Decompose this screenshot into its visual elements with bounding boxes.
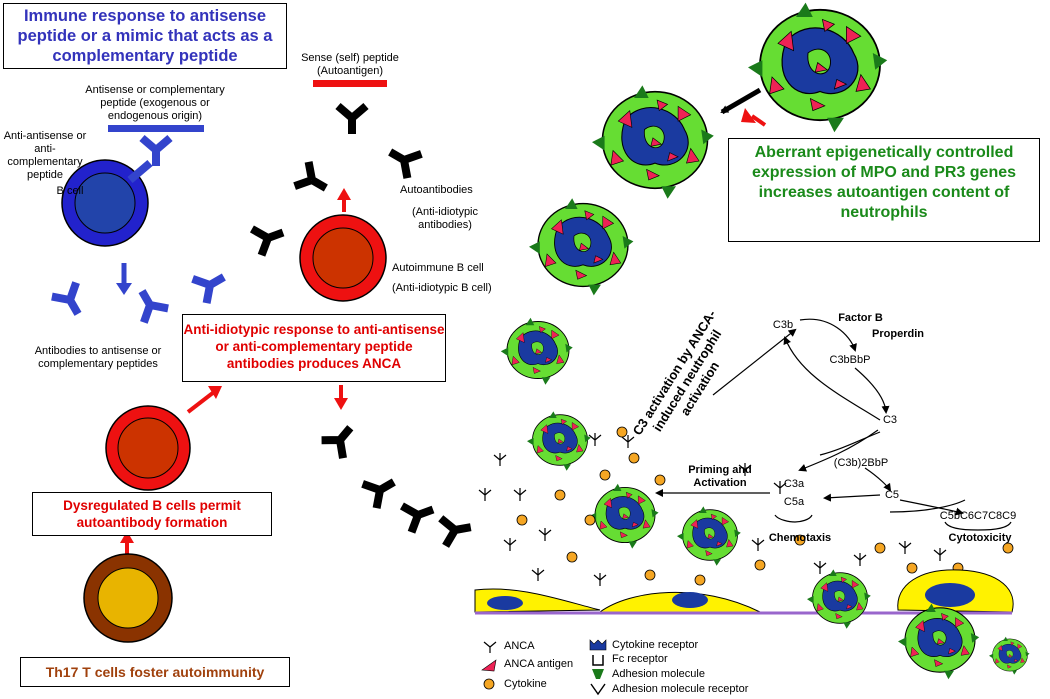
antisense-peptide-label: Antisense or complementary peptide (exog… xyxy=(85,84,225,122)
th17-box: Th17 T cells foster autoimmunity xyxy=(20,657,290,687)
anti-antisense-label: Anti-antisense or anti-complementary pep… xyxy=(3,130,87,181)
immune-response-box: Immune response to antisense peptide or … xyxy=(3,3,287,69)
legend-anca-antigen: ANCA antigen xyxy=(504,658,574,670)
c3b-label: C3b xyxy=(772,319,794,331)
anca-icon xyxy=(483,641,497,653)
c3-label: C3 xyxy=(882,414,898,426)
priming-label: Priming and Activation xyxy=(688,464,752,489)
b-cell-down-arrow xyxy=(116,283,132,295)
arrow-to-anti-idiotypic xyxy=(208,386,222,399)
cytokine-icon xyxy=(483,678,495,690)
anca-chain xyxy=(322,419,474,546)
mac-label: C5bC6C7C8C9 xyxy=(939,510,1017,522)
neutrophil-5 xyxy=(526,410,592,472)
red-arrow-epigenetic xyxy=(741,108,756,123)
neutrophil-6 xyxy=(588,483,660,550)
c3b2bbp-label: (C3b)2BbP xyxy=(833,457,889,469)
neutrophil-7 xyxy=(676,505,742,567)
legend-adhesion-molecule-receptor: Adhesion molecule receptor xyxy=(612,683,749,695)
anti-idiotypic-antibodies-label: (Anti-idiotypic antibodies) xyxy=(411,206,479,231)
neutrophil-2 xyxy=(591,84,715,200)
anti-idiotypic-b-cell-label: (Anti-idiotypic B cell) xyxy=(392,282,492,294)
autoimmune-b-cell-label: Autoimmune B cell xyxy=(392,262,484,274)
c5-label: C5 xyxy=(884,489,900,501)
legend-fc-receptor: Fc receptor xyxy=(612,653,668,665)
fc-receptor-icon xyxy=(592,655,604,666)
neutrophil-3 xyxy=(528,197,635,297)
chemotaxis-label: Chemotaxis xyxy=(768,532,832,544)
complement-arrows xyxy=(655,318,1012,531)
dysregulated-box: Dysregulated B cells permit autoantibody… xyxy=(32,492,272,536)
arrow-to-anca xyxy=(334,398,348,410)
adhesion-molecule-icon xyxy=(592,669,604,679)
autoantibodies-label: Autoantibodies xyxy=(400,184,473,196)
c5a-label: C5a xyxy=(783,496,805,508)
aberrant-box: Aberrant epigenetically controlled expre… xyxy=(728,138,1040,242)
anti-idiotypic-box: Anti-idiotypic response to anti-antisens… xyxy=(182,314,446,382)
c3a-label: C3a xyxy=(783,478,805,490)
antisense-peptide-bar xyxy=(108,125,204,132)
c3bbbp-label: C3bBbP xyxy=(829,354,871,366)
properdin-label: Properdin xyxy=(872,328,924,340)
cytotoxicity-label: Cytotoxicity xyxy=(948,532,1012,544)
legend: ANCA ANCA antigen Cytokine Cytokine rece… xyxy=(480,638,810,698)
endothelium xyxy=(474,569,1014,615)
legend-cytokine: Cytokine xyxy=(504,678,547,690)
sense-peptide-bar xyxy=(313,80,387,87)
antibodies-to-antisense-label: Antibodies to antisense or complementary… xyxy=(34,345,162,370)
cytokines xyxy=(516,426,1014,586)
factor-b-label: Factor B xyxy=(838,312,883,324)
neutrophil-4 xyxy=(500,317,574,386)
anca-antigen-icon xyxy=(481,659,497,672)
legend-adhesion-molecule: Adhesion molecule xyxy=(612,668,705,680)
arrow-th17-to-b xyxy=(120,531,134,543)
legend-cytokine-receptor: Cytokine receptor xyxy=(612,639,699,651)
adhesion-molecule-receptor-icon xyxy=(590,683,606,696)
up-arrow-autoantibodies xyxy=(337,188,351,200)
cytokine-receptor-icon xyxy=(589,639,607,651)
legend-anca: ANCA xyxy=(504,640,535,652)
neutrophil-large xyxy=(747,1,889,134)
b-cell-label: B cell xyxy=(56,185,84,197)
sense-peptide-label: Sense (self) peptide (Autoantigen) xyxy=(301,52,399,77)
